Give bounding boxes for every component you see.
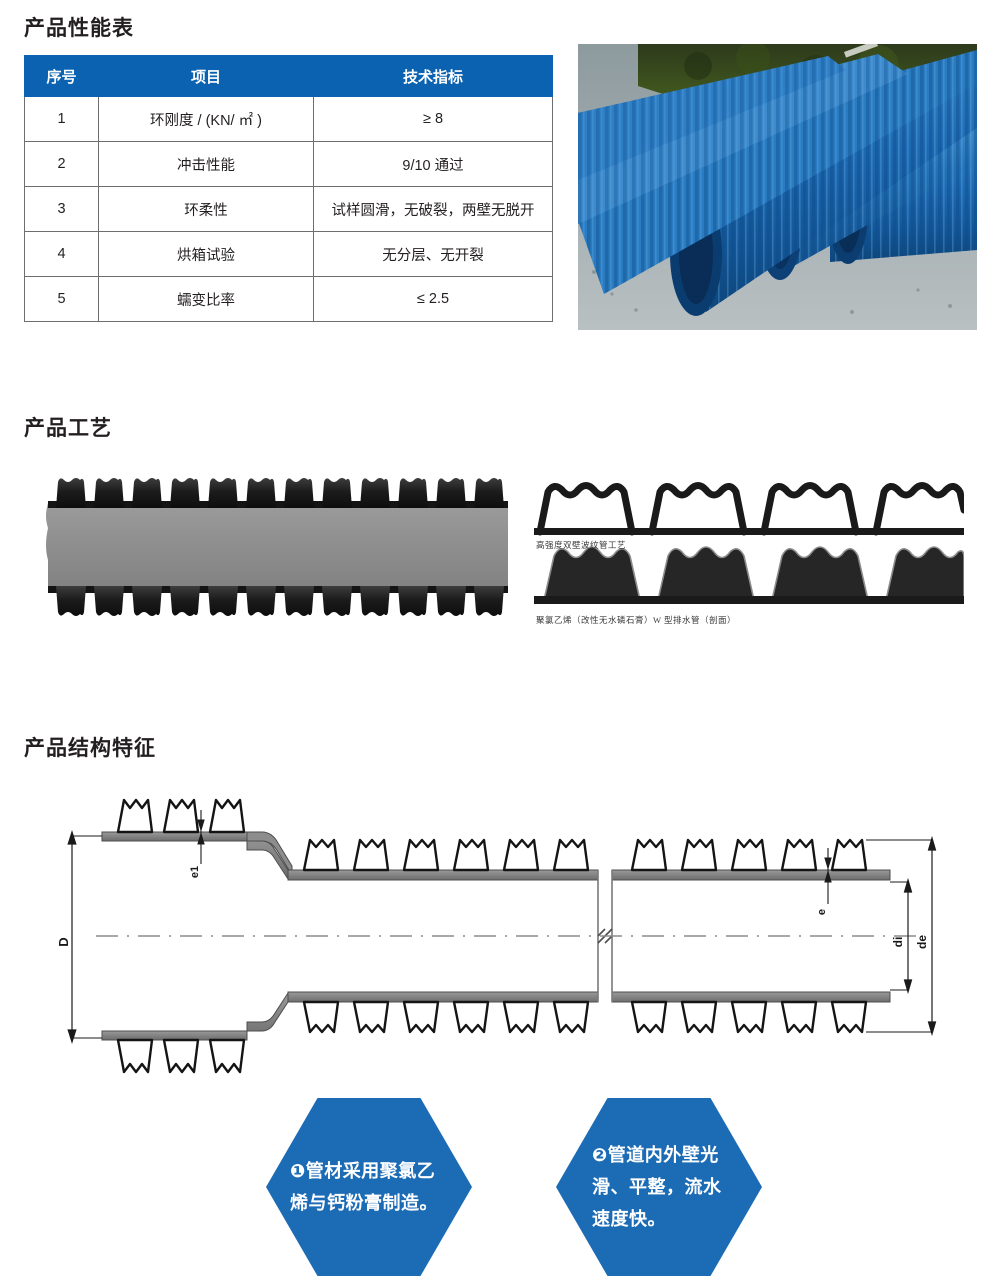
table-row: 3 环柔性 试样圆滑，无破裂，两壁无脱开 (24, 186, 553, 232)
page-title-process: 产品工艺 (24, 417, 112, 440)
cell-spec: ≥ 8 (313, 96, 553, 142)
cell-item: 环刚度 / (KN/ ㎡ ) (98, 96, 314, 142)
table-row: 2 冲击性能 9/10 通过 (24, 141, 553, 187)
feature-body-1: 管材采用聚氯乙烯与钙粉膏制造。 (290, 1161, 438, 1213)
table-row: 5 蠕变比率 ≤ 2.5 (24, 276, 553, 322)
feature-text-1: ❶管材采用聚氯乙烯与钙粉膏制造。 (266, 1155, 448, 1219)
feature-body-2: 管道内外壁光滑、平整，流水速度快。 (592, 1145, 722, 1229)
process-caption-top: 高强度双壁波纹管工艺 (536, 540, 627, 550)
process-diagram-cross-sections (534, 470, 968, 635)
cell-spec: 9/10 通过 (313, 141, 553, 187)
performance-table: 序号 项目 技术指标 1 环刚度 / (KN/ ㎡ ) ≥ 8 2 冲击性能 9… (24, 55, 553, 322)
column-header-spec: 技术指标 (313, 55, 553, 97)
page-title-performance: 产品性能表 (24, 17, 134, 40)
table-header-row: 序号 项目 技术指标 (24, 55, 553, 97)
dimension-label-e: e (816, 909, 828, 915)
cell-item: 蠕变比率 (98, 276, 314, 322)
feature-badges: ❶管材采用聚氯乙烯与钙粉膏制造。 ❷管道内外壁光滑、平整，流水速度快。 (0, 1098, 1000, 1278)
cell-item: 烘箱试验 (98, 231, 314, 277)
dimension-label-di: di (891, 937, 905, 948)
cell-no: 4 (24, 231, 99, 277)
cell-no: 2 (24, 141, 99, 187)
cell-spec: 无分层、无开裂 (313, 231, 553, 277)
process-caption-bottom: 聚氯乙烯（改性无水磷石膏）W 型排水管（剖面） (536, 615, 736, 625)
cell-item: 环柔性 (98, 186, 314, 232)
cell-spec: 试样圆滑，无破裂，两壁无脱开 (313, 186, 553, 232)
feature-badge-1[interactable]: ❶管材采用聚氯乙烯与钙粉膏制造。 (266, 1098, 472, 1276)
column-header-no: 序号 (24, 55, 99, 97)
cell-no: 1 (24, 96, 99, 142)
column-header-item: 项目 (98, 55, 314, 97)
feature-badge-2[interactable]: ❷管道内外壁光滑、平整，流水速度快。 (556, 1098, 762, 1276)
cell-item: 冲击性能 (98, 141, 314, 187)
process-diagram-pipe-3d (42, 468, 512, 623)
dimension-label-D: D (56, 937, 71, 946)
feature-number-1: ❶ (290, 1161, 306, 1181)
feature-number-2: ❷ (592, 1145, 608, 1165)
table-row: 1 环刚度 / (KN/ ㎡ ) ≥ 8 (24, 96, 553, 142)
structure-diagram: D e1 e di (56, 786, 946, 1086)
dimension-label-de: de (915, 935, 929, 949)
page-title-structure: 产品结构特征 (24, 737, 156, 760)
cell-spec: ≤ 2.5 (313, 276, 553, 322)
product-photo (578, 44, 977, 330)
feature-text-2: ❷管道内外壁光滑、平整，流水速度快。 (556, 1139, 738, 1235)
cell-no: 3 (24, 186, 99, 232)
table-row: 4 烘箱试验 无分层、无开裂 (24, 231, 553, 277)
cell-no: 5 (24, 276, 99, 322)
dimension-label-e1: e1 (189, 866, 201, 878)
